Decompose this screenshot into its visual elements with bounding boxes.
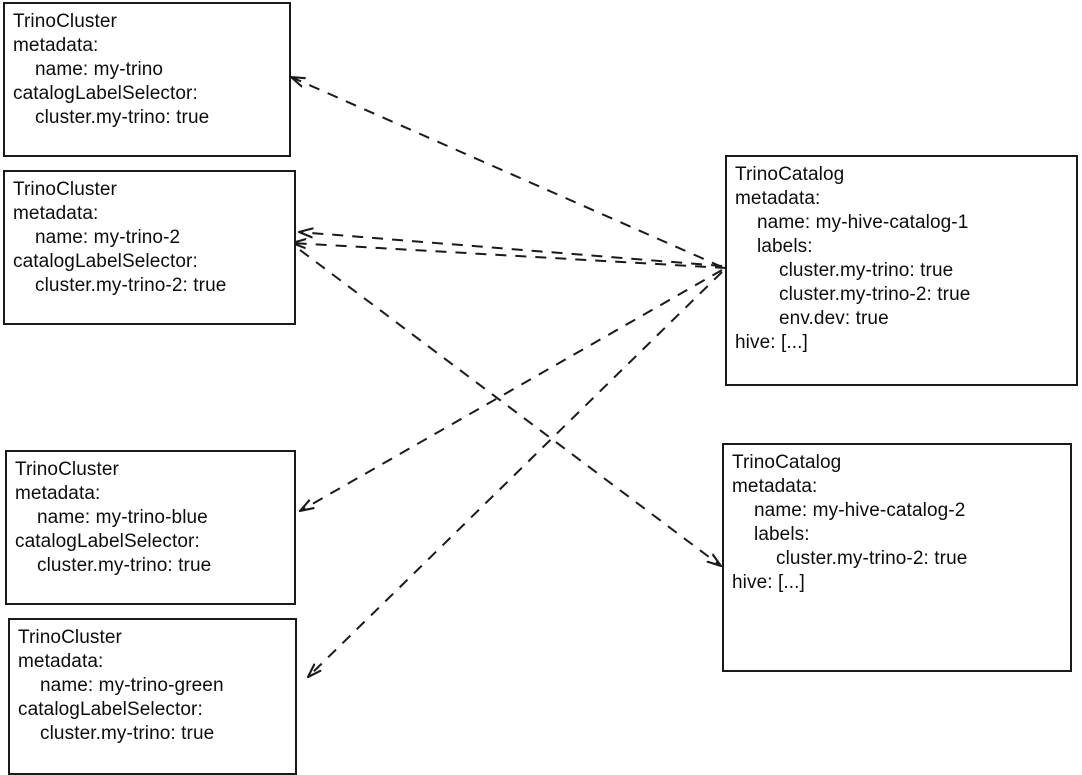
catalog-label-selector-entry: cluster.my-trino-2: true: [35, 275, 227, 296]
metadata-label: metadata:: [18, 651, 104, 672]
edge-catalog1-to-my-trino-blue: [300, 269, 723, 511]
catalog-label-selector-label: catalogLabelSelector:: [13, 251, 198, 272]
trinocluster-my-trino-blue-box[interactable]: TrinoCluster metadata: name: my-trino-bl…: [5, 450, 296, 605]
kind-label: TrinoCatalog: [735, 164, 845, 185]
trinocatalog-my-hive-catalog-2-box[interactable]: TrinoCatalog metadata: name: my-hive-cat…: [722, 443, 1072, 672]
labels-label: labels:: [757, 236, 813, 257]
kind-label: TrinoCluster: [13, 11, 117, 32]
label-entry: cluster.my-trino-2: true: [776, 548, 968, 569]
connector-line: hive: [...]: [735, 332, 808, 353]
edge-catalog1-to-my-trino-2: [299, 232, 723, 267]
metadata-label: metadata:: [13, 35, 99, 56]
label-entry: cluster.my-trino: true: [779, 260, 954, 281]
kind-label: TrinoCluster: [15, 459, 119, 480]
metadata-name-line: name: my-trino-green: [40, 675, 224, 696]
label-entry: env.dev: true: [779, 308, 889, 329]
connector-line: hive: [...]: [732, 572, 805, 593]
catalog-label-selector-label: catalogLabelSelector:: [15, 531, 200, 552]
metadata-name-line: name: my-trino: [35, 59, 164, 80]
catalog-label-selector-entry: cluster.my-trino: true: [37, 555, 212, 576]
kind-label: TrinoCatalog: [732, 452, 842, 473]
catalog-label-selector-entry: cluster.my-trino: true: [40, 723, 215, 744]
catalog-label-selector-label: catalogLabelSelector:: [13, 83, 198, 104]
catalog-label-selector-label: catalogLabelSelector:: [18, 699, 203, 720]
metadata-label: metadata:: [735, 188, 821, 209]
metadata-label: metadata:: [13, 203, 99, 224]
trinocluster-my-trino-green-box[interactable]: TrinoCluster metadata: name: my-trino-gr…: [8, 618, 297, 775]
metadata-label: metadata:: [15, 483, 101, 504]
edge-catalog2-to-my-trino-2: [292, 243, 727, 269]
catalog-label-selector-entry: cluster.my-trino: true: [35, 107, 210, 128]
metadata-label: metadata:: [732, 476, 818, 497]
trinocatalog-my-hive-catalog-1-box[interactable]: TrinoCatalog metadata: name: my-hive-cat…: [725, 155, 1078, 386]
edge-catalog1-to-my-trino-green: [308, 271, 723, 677]
metadata-name-line: name: my-hive-catalog-1: [757, 212, 969, 233]
metadata-name-line: name: my-trino-2: [35, 227, 181, 248]
labels-label: labels:: [754, 524, 810, 545]
label-entry: cluster.my-trino-2: true: [779, 284, 971, 305]
metadata-name-line: name: my-hive-catalog-2: [754, 500, 966, 521]
kind-label: TrinoCluster: [13, 179, 117, 200]
edge-my-trino-2-to-catalog2: [299, 249, 721, 566]
metadata-name-line: name: my-trino-blue: [37, 507, 208, 528]
trinocluster-my-trino-2-box[interactable]: TrinoCluster metadata: name: my-trino-2 …: [3, 170, 296, 325]
edge-catalog1-to-my-trino: [291, 77, 723, 268]
kind-label: TrinoCluster: [18, 627, 122, 648]
trinocluster-my-trino-box[interactable]: TrinoCluster metadata: name: my-trino ca…: [3, 2, 291, 157]
